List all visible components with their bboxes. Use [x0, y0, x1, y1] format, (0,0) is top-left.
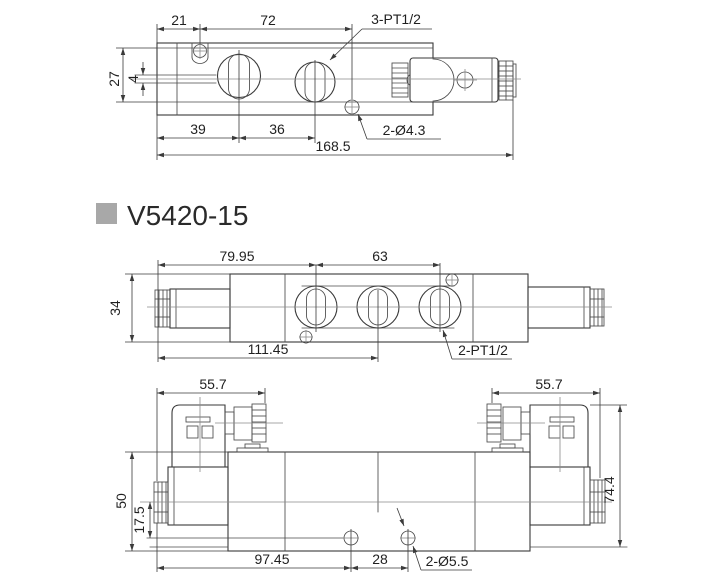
right-din-connector — [477, 397, 589, 472]
dim-21-label: 21 — [171, 12, 187, 28]
bottom-view: 55.7 55.7 50 17.5 74.4 97.45 28 2-Ø5.5 — [113, 376, 628, 572]
coil-connector-ribs — [498, 60, 517, 101]
dim-168-5-label: 168.5 — [315, 138, 350, 154]
dim-34-label: 34 — [107, 300, 123, 316]
dim-74-4-label: 74.4 — [601, 476, 617, 503]
port-thread-label-top: 3-PT1/2 — [371, 11, 421, 27]
top-view-dimensions: 21 72 3-PT1/2 27 4 39 36 2-Ø4.3 168.5 — [106, 11, 514, 160]
model-number: V5420-15 — [127, 200, 248, 231]
right-end-ribs — [589, 288, 605, 327]
mount-hole-mark — [445, 273, 459, 287]
left-din-connector — [171, 397, 283, 472]
left-end-ribs — [154, 289, 171, 328]
dim-97-45-label: 97.45 — [254, 551, 289, 567]
dim-50-label: 50 — [113, 493, 129, 509]
dim-72-label: 72 — [260, 12, 276, 28]
middle-view-valve-body — [147, 273, 612, 344]
dim-27-label: 27 — [106, 71, 122, 87]
manual-override — [391, 62, 420, 98]
port-thread-label-middle: 2-PT1/2 — [458, 342, 508, 358]
section-bullet — [96, 203, 117, 224]
dim-36-label: 36 — [269, 121, 285, 137]
dim-55-7-left-label: 55.7 — [199, 376, 226, 392]
top-view-valve-body — [131, 42, 521, 116]
dim-28-label: 28 — [372, 551, 388, 567]
top-view: 21 72 3-PT1/2 27 4 39 36 2-Ø4.3 168.5 — [106, 11, 521, 160]
model-label: V5420-15 — [96, 200, 248, 231]
dim-4-label: 4 — [125, 75, 141, 83]
dim-111-45-label: 111.45 — [248, 341, 289, 357]
mount-hole-label-bottom: 2-Ø5.5 — [426, 553, 469, 569]
solenoid-coil — [409, 57, 499, 103]
bottom-view-valve-body — [140, 397, 628, 552]
dim-55-7-right-label: 55.7 — [535, 376, 562, 392]
dim-79-95-label: 79.95 — [219, 248, 254, 264]
dim-63-label: 63 — [372, 248, 388, 264]
left-end-ribs — [153, 481, 169, 524]
dim-17-5-label: 17.5 — [131, 506, 147, 533]
bottom-view-dimensions: 55.7 55.7 50 17.5 74.4 97.45 28 2-Ø5.5 — [113, 376, 627, 572]
dim-39-label: 39 — [190, 121, 206, 137]
mount-hole-label-top: 2-Ø4.3 — [383, 122, 426, 138]
middle-view: 79.95 63 34 111.45 2-PT1/2 — [107, 248, 612, 362]
right-end-ribs — [589, 479, 606, 524]
middle-view-dimensions: 79.95 63 34 111.45 2-PT1/2 — [107, 248, 512, 362]
mount-hole-mark — [299, 330, 313, 344]
